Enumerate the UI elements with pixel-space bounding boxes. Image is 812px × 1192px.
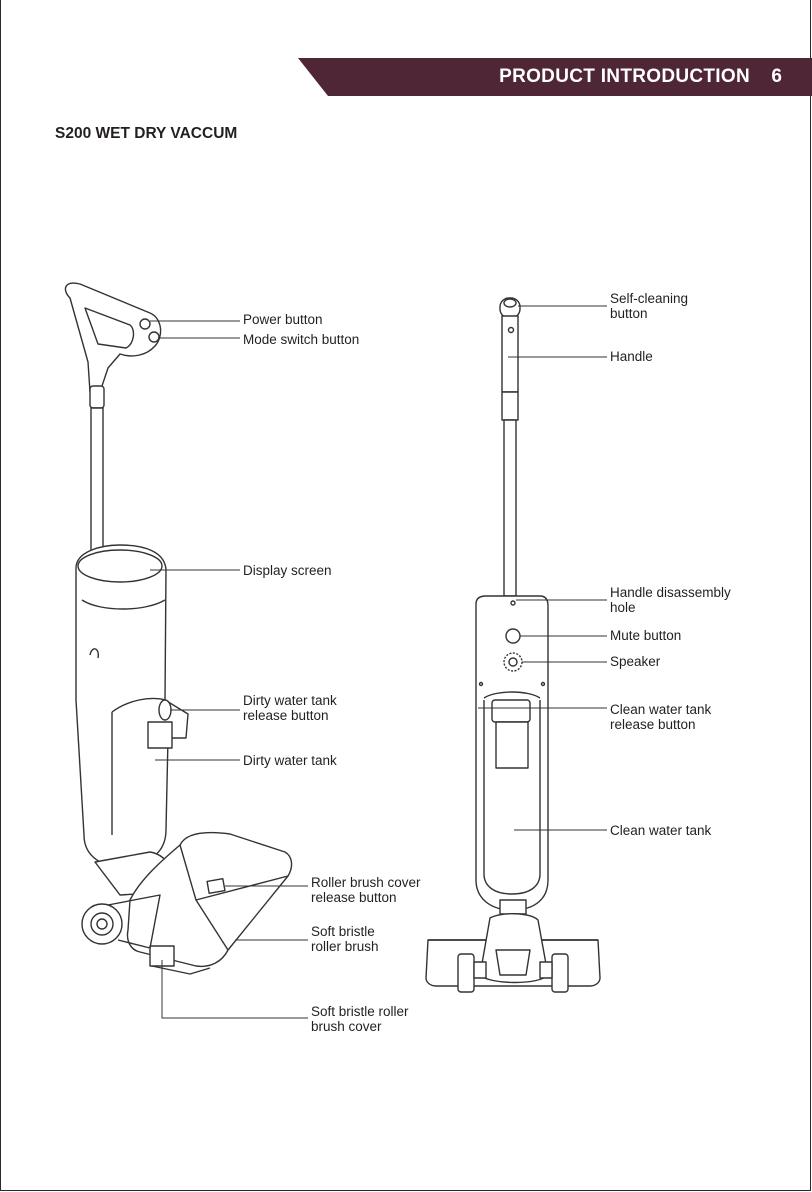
- dirty-tank-button: [158, 699, 172, 721]
- vacuum-back-view-illustration: [425, 297, 601, 993]
- label-dirty-tank-release-line2: release button: [243, 707, 329, 723]
- body-detail: [89, 648, 100, 659]
- label-roller-cover-release-line2: release button: [311, 889, 397, 905]
- leader-brush-cover: [161, 960, 308, 1019]
- section-title: PRODUCT INTRODUCTION: [499, 66, 750, 87]
- pole-joint: [89, 385, 105, 409]
- neck-joint-inner: [495, 949, 531, 976]
- floor-head: [126, 831, 293, 968]
- left-wheel: [457, 953, 475, 993]
- clean-tank-top: [483, 691, 541, 699]
- leader-lines: [150, 305, 607, 1019]
- label-clean-tank-release-line1: Clean water tank: [610, 702, 712, 717]
- product-title: S200 WET DRY VACCUM: [55, 125, 238, 142]
- pole-shaft: [90, 407, 104, 557]
- label-clean-tank-release: Clean water tank release button: [610, 702, 712, 732]
- label-handle: Handle: [610, 349, 653, 364]
- page-number: 6: [771, 66, 782, 87]
- label-dirty-water-tank: Dirty water tank: [243, 753, 337, 768]
- label-soft-bristle-cover: Soft bristle roller brush cover: [311, 1004, 409, 1034]
- neck-back: [499, 899, 527, 915]
- label-soft-bristle-cover-line1: Soft bristle roller: [311, 1004, 409, 1019]
- left-wheel-bracket: [473, 961, 487, 979]
- mute-button-shape: [505, 628, 521, 644]
- right-wheel-bracket: [539, 961, 553, 979]
- label-clean-tank-release-line2: release button: [610, 716, 696, 732]
- vacuum-side-view-illustration: [64, 282, 293, 975]
- label-self-cleaning-line1: Self-cleaning: [610, 291, 689, 306]
- clean-tank-release-shape: [491, 699, 531, 723]
- section-banner: PRODUCT INTRODUCTION 6: [298, 58, 812, 96]
- label-clean-water-tank: Clean water tank: [610, 823, 712, 838]
- label-self-cleaning-line2: button: [610, 305, 648, 321]
- label-speaker: Speaker: [610, 654, 661, 669]
- rear-wheel-center: [96, 918, 108, 930]
- roller-cover-button: [206, 878, 226, 894]
- label-soft-bristle-brush: Soft bristle roller brush: [311, 924, 379, 954]
- right-wheel: [551, 953, 569, 993]
- label-handle-disassembly: Handle disassembly hole: [610, 585, 731, 615]
- label-dirty-tank-release-line1: Dirty water tank: [243, 693, 337, 708]
- dirty-tank-release-shape: [147, 721, 173, 749]
- handle-dot: [507, 326, 515, 334]
- label-self-cleaning: Self-cleaning button: [610, 291, 689, 321]
- body-screw-right: [540, 681, 546, 687]
- clean-tank-outline: [483, 700, 541, 895]
- disassembly-hole-shape: [510, 600, 516, 606]
- label-dirty-tank-release: Dirty water tank release button: [243, 693, 337, 723]
- clean-tank-window: [495, 721, 529, 769]
- pole-shaft-back: [503, 419, 517, 597]
- label-display-screen: Display screen: [243, 563, 332, 578]
- label-handle-disassembly-line2: hole: [610, 599, 636, 615]
- label-handle-disassembly-line1: Handle disassembly: [610, 585, 731, 600]
- label-roller-cover-release: Roller brush cover release button: [311, 875, 421, 905]
- mode-button-shape: [148, 331, 160, 343]
- body-screw-left: [478, 681, 484, 687]
- label-soft-bristle-brush-line2: roller brush: [311, 938, 379, 954]
- label-power-button: Power button: [243, 312, 323, 327]
- self-cleaning-button-shape: [503, 298, 517, 308]
- body-band: [81, 599, 166, 610]
- tank-top-curve: [111, 697, 167, 713]
- power-button-shape: [139, 318, 151, 330]
- label-mode-switch-button: Mode switch button: [243, 332, 360, 347]
- display-screen-shape: [77, 549, 163, 583]
- label-soft-bristle-cover-line2: brush cover: [311, 1018, 382, 1034]
- speaker-center: [508, 657, 518, 667]
- handle-grip-inner: [84, 307, 135, 349]
- wheel-arm: [107, 894, 161, 949]
- floor-head-top-edge: [195, 875, 289, 901]
- label-soft-bristle-brush-line1: Soft bristle: [311, 924, 375, 939]
- handle-joint: [501, 391, 519, 421]
- main-body: [75, 544, 189, 867]
- label-roller-cover-release-line1: Roller brush cover: [311, 875, 421, 890]
- label-mute-button: Mute button: [610, 628, 682, 643]
